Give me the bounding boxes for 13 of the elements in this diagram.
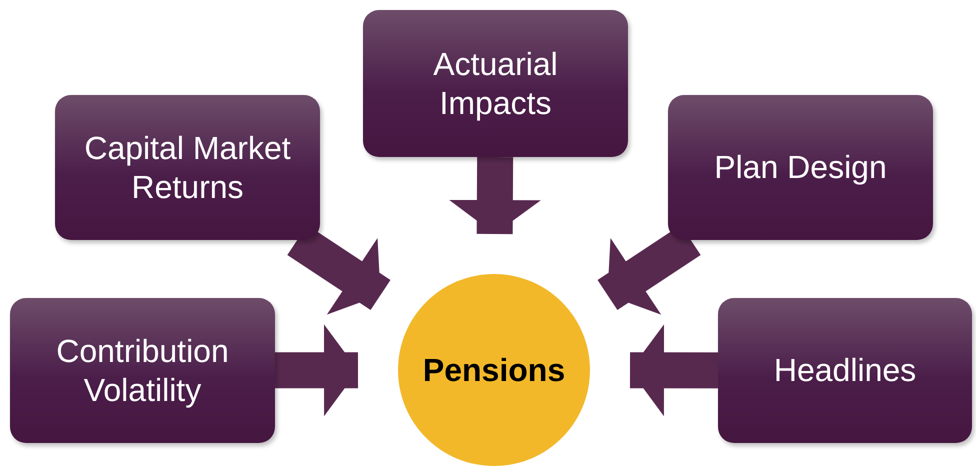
factor-box	[55, 95, 320, 240]
factor-label: Capital Market Returns	[83, 129, 292, 206]
factor-box	[718, 298, 972, 443]
block-arrow	[275, 324, 358, 416]
factor-label: Plan Design	[714, 148, 887, 187]
factor-label: Actuarial Impacts	[432, 45, 559, 122]
factor-label: Headlines	[774, 351, 916, 390]
factor-label: Contribution Volatility	[55, 332, 230, 409]
factor-box	[668, 95, 933, 240]
block-arrow	[448, 156, 541, 234]
factor-box	[10, 298, 275, 443]
factor-box	[363, 10, 628, 157]
topic-label: Pensions	[422, 350, 566, 390]
